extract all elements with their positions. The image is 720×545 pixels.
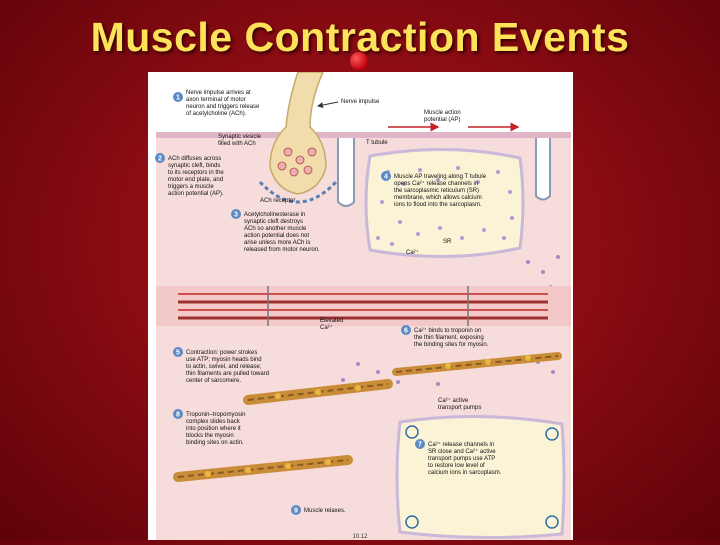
step-2-text: ACh diffuses across synaptic cleft, bind…	[168, 156, 225, 197]
step-9-text: Muscle relaxes.	[304, 508, 346, 514]
step-3-text: Acetylcholinesterase in synaptic cleft d…	[244, 212, 320, 253]
step-9-badge	[291, 505, 301, 515]
nerve-impulse-label: Nerve impulse	[341, 99, 380, 105]
thin-filament-5	[243, 379, 393, 405]
thin-filament-6	[392, 352, 562, 376]
step-9-number: 9	[294, 508, 298, 515]
calcium-pumps	[405, 425, 559, 529]
step-6-badge	[401, 325, 411, 335]
myofibril	[156, 286, 571, 326]
t-tubule-right	[535, 138, 551, 201]
step-2-number: 2	[158, 156, 162, 163]
step-8-badge	[173, 409, 183, 419]
step-6-text: Ca²⁺ binds to troponin on the thin filam…	[414, 327, 489, 348]
synaptic-vesicles	[277, 147, 317, 177]
step-7-text: Ca²⁺ release channels in SR close and Ca…	[428, 441, 502, 476]
sarcolemma	[156, 132, 571, 138]
sarcoplasmic-reticulum-lower	[395, 414, 566, 540]
figure-number: 10.12	[352, 534, 368, 540]
step-3-badge	[231, 209, 241, 219]
step-5-badge	[173, 347, 183, 357]
motor-end-plate	[258, 180, 338, 204]
step-3-number: 3	[234, 212, 238, 219]
step-4-number: 4	[384, 174, 388, 181]
thin-filament-8	[173, 455, 353, 482]
pumps-label: Ca²⁺ active transport pumps	[438, 397, 481, 411]
synaptic-vesicle-label: Synaptic vesicle filled with ACh	[218, 134, 263, 147]
elevated-calcium-label: Elevated Ca²⁺	[320, 318, 345, 331]
step-1-number: 1	[176, 95, 180, 102]
step-7-number: 7	[418, 442, 422, 449]
step-5-number: 5	[176, 350, 180, 357]
sr-calcium-label: Ca²⁺	[406, 249, 419, 256]
t-tubule-left	[337, 138, 355, 207]
ach-receptor-label: ACh receptor	[260, 198, 295, 204]
step-8-number: 8	[176, 412, 180, 419]
t-tubule-label: T tubule	[366, 140, 388, 146]
step-1-text: Nerve impulse arrives at axon terminal o…	[186, 90, 261, 117]
sr-label: SR	[443, 239, 452, 245]
muscle-contraction-figure: 1 Nerve impulse arrives at axon terminal…	[148, 71, 573, 540]
step-7-badge	[415, 439, 425, 449]
step-5-text: Contraction: power strokes use ATP; myos…	[186, 350, 271, 384]
step-4-badge	[381, 171, 391, 181]
nerve-impulse-arrow	[317, 101, 339, 108]
step-6-number: 6	[404, 328, 408, 335]
step-2-badge	[155, 153, 165, 163]
step-4-text: Muscle AP traveling along T tubule opens…	[394, 174, 488, 208]
calcium-ions-sr	[376, 166, 514, 246]
muscle-ap-label: Muscle action potential (AP)	[424, 110, 462, 123]
title-bullet-dot	[350, 52, 368, 70]
figure-illustration: 1 Nerve impulse arrives at axon terminal…	[155, 71, 571, 540]
step-1-badge	[173, 92, 183, 102]
step-8-text: Troponin–tropomyosin complex slides back…	[186, 412, 247, 446]
